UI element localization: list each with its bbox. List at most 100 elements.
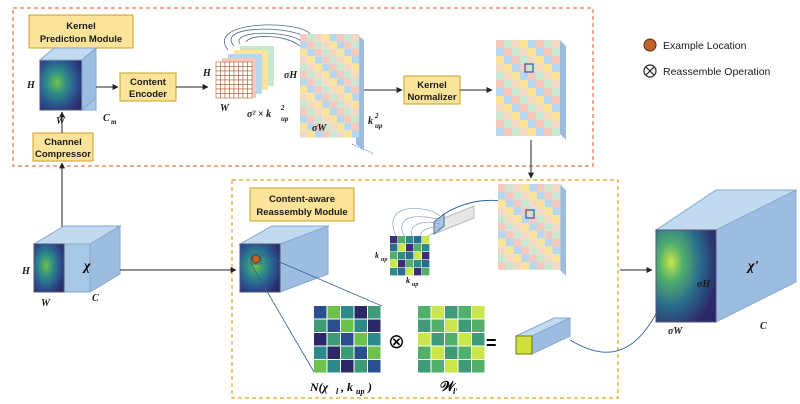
kernel-map-cell: [300, 56, 308, 64]
small-grid-cell: [215, 66, 221, 72]
kernel-map-cell: [552, 56, 560, 64]
kernel-map-cell: [322, 34, 330, 42]
kernel-map-cell: [521, 207, 530, 216]
kernel-map-cell: [337, 63, 345, 71]
small-grid-cell: [220, 84, 226, 90]
label-W-input: W: [41, 298, 51, 309]
kernel-map-cell: [300, 63, 308, 71]
kernel-map-cell: [528, 48, 536, 56]
label-sigmaH-kernel: σH: [284, 70, 298, 81]
kernel-map-cell: [504, 72, 512, 80]
svg-text:N(χ: N(χ: [309, 380, 329, 394]
label-N-expression: N(χ l , k up ): [309, 380, 372, 396]
kernel-map-cell: [337, 108, 345, 116]
svg-text:C: C: [103, 113, 110, 124]
kernel-map-cell: [307, 63, 315, 71]
kernel-map-cell: [498, 230, 506, 239]
kernel-map-cell: [344, 108, 352, 116]
small-grid-cell: [215, 70, 221, 76]
svg-text:Normalizer: Normalizer: [407, 92, 456, 103]
kernel-map-cell: [351, 115, 360, 123]
encoded-kernel-stack: [215, 46, 274, 99]
small-grid-cell: [233, 84, 239, 90]
kernel-prediction-module-frame: [12, 7, 594, 167]
small-grid-cell: [242, 61, 248, 67]
kernel-map-cell: [520, 72, 528, 80]
kernel-map-cell: [300, 93, 308, 101]
kernel-map-cell: [512, 40, 520, 48]
neighborhood-grid: [314, 306, 381, 373]
kernel-map-cell: [498, 184, 506, 192]
small-grid-cell: [215, 79, 221, 85]
kernel-weight-cell: [472, 333, 485, 346]
kernel-map-cell: [505, 230, 514, 239]
svg-text:2: 2: [280, 104, 285, 112]
kernel-map-cell: [329, 115, 337, 123]
kernel-map-cell: [528, 128, 536, 136]
kernel-map-cell: [496, 56, 504, 64]
label-sigma2-kup2: σ² × k up 2: [247, 104, 289, 123]
kup-grid-cell: [390, 244, 398, 252]
kernel-map-cell: [552, 199, 561, 208]
small-grid-cell: [229, 66, 235, 72]
svg-text:2: 2: [374, 112, 379, 120]
neighborhood-cell: [368, 319, 381, 332]
kernel-map-cell: [307, 34, 315, 42]
kernel-map-cell: [498, 199, 506, 208]
svg-text:up: up: [381, 257, 387, 263]
kernel-map-cell: [513, 246, 522, 255]
kernel-weight-cell: [431, 319, 444, 332]
kernel-map-cell: [512, 80, 520, 88]
kernel-map-cell: [505, 246, 514, 255]
kernel-map-cell: [498, 262, 506, 270]
label-H-input: H: [21, 266, 31, 277]
kernel-map-cell: [314, 108, 323, 116]
kernel-map-cell: [344, 115, 352, 123]
svg-text:, k: , k: [340, 380, 353, 394]
kup-grid-cell: [422, 268, 430, 276]
kernel-map-cell: [329, 56, 337, 64]
svg-text:σ² × k: σ² × k: [247, 109, 271, 120]
kernel-map-cell: [528, 112, 536, 120]
kernel-map-cell: [314, 122, 323, 131]
kernel-map-cell: [307, 48, 315, 57]
kernel-map-cell: [322, 56, 330, 64]
small-grid-cell: [247, 61, 253, 67]
small-grid-cell: [247, 93, 253, 99]
kernel-weight-cell: [472, 319, 485, 332]
kernel-map-cell: [552, 184, 561, 192]
legend-example-location: Example Location: [663, 40, 747, 52]
small-grid-cell: [238, 61, 244, 67]
label-Cm: C m: [103, 113, 117, 126]
example-location-icon: [643, 38, 657, 52]
kernel-map-cell: [536, 120, 544, 128]
kernel-map-cell: [552, 262, 561, 270]
small-grid-cell: [224, 66, 230, 72]
small-grid-cell: [247, 66, 253, 72]
label-chi-prime-output: χ': [746, 259, 759, 274]
kernel-map-cell: [504, 88, 512, 96]
kernel-map-cell: [513, 238, 522, 247]
kernel-map-cell: [344, 34, 352, 42]
neighborhood-cell: [368, 333, 381, 346]
kernel-map-cell: [322, 122, 330, 131]
kernel-map-cell: [536, 48, 544, 56]
kernel-map-cell: [505, 238, 514, 247]
kernel-map-cell: [337, 115, 345, 123]
kernel-map-cell: [520, 88, 528, 96]
kernel-map-cell: [544, 88, 552, 96]
kernel-map-cell: [544, 199, 553, 208]
kernel-map-cell: [504, 48, 512, 56]
kernel-map-cell: [351, 48, 360, 57]
kernel-map-cell: [322, 41, 330, 49]
kernel-map-cell: [537, 254, 545, 262]
kernel-map-cell: [322, 115, 330, 123]
kernel-map-cell: [520, 48, 528, 56]
kernel-map-cell: [344, 63, 352, 71]
kup-grid-cell: [406, 260, 414, 268]
kernel-map-cell: [300, 78, 308, 86]
kernel-map-cell: [504, 56, 512, 64]
small-grid-cell: [224, 75, 230, 81]
kernel-map-cell: [337, 34, 345, 42]
kernel-map-cell: [496, 64, 504, 72]
